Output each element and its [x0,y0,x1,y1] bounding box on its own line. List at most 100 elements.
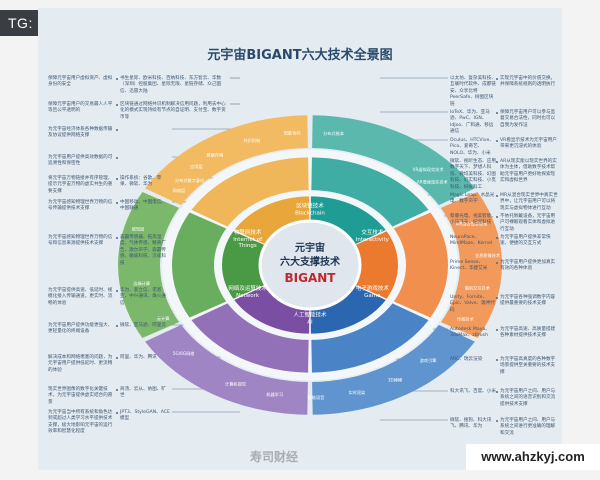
bullet-icon [116,202,118,204]
bullet-icon [116,104,118,106]
left-row-organizations: 商汤、云从、依图、旷世 [120,387,166,399]
bullet-icon [496,195,498,197]
right-row-organizations: Oculus、HTCVive、Pico、爱奇艺、NOLO、华为、小米 [450,138,494,156]
ring-label: 5G/6G网络 [173,350,195,357]
bullet-icon [496,262,498,264]
segment-cn-label: 交互技术 [361,228,384,236]
bullet-icon [496,216,498,218]
bullet-icon [496,161,498,163]
left-row-organizations: 华为、爱立信、诺基亚、中兴通讯、烽火通信 [120,288,166,306]
ring-label: 智能合约 [284,130,301,137]
right-row-description: 为元宇宙各种强调数字内容提供最重要的技术支撑 [500,295,556,307]
right-row-organizations: IoTeX、华为、亚马逊、PwC、IGN、IdJoo、广和通、移远通信 [450,110,494,135]
ring-label: 全息影像技术 [475,252,501,259]
bullet-icon [496,359,498,361]
left-row-description: 为元宇宙当中所有系统和角色达到或超过人类学习水平提供技术支撑，极大地影响元宇宙的… [48,410,113,435]
bullet-icon [496,420,498,422]
middle-band-segment [393,212,448,318]
outer-band-segment [312,324,475,415]
bullet-icon [496,140,498,142]
segment-cn-label: 区块链技术 [296,201,324,209]
bullet-icon [496,78,498,80]
bullet-icon [496,391,498,393]
left-row-organizations: 书生星际、欧米科技、百纳科技、东方智云、华数（深圳）控股集团、星际无限、星链存储… [120,76,222,94]
right-row-organizations: Unity、Fornite、Epic、Valve、歌神代码 [450,295,496,313]
bullet-icon [496,329,498,331]
right-row-organizations: Magic Leap、水晶光电、数字声学 [450,193,495,205]
left-row-organizations: 操作系统：谷歌、苹果、微软、华为 [120,176,162,188]
ring-label: 应用层 [190,163,203,170]
tech-segment-game [344,231,398,299]
ring-label: 边缘计算 [133,280,150,287]
ring-label: 游戏引擎 [420,357,437,364]
left-row-description: 保障元宇宙用户虚拟资产、虚拟身份的安全 [48,76,113,88]
tech-segment-internet-of-things [222,231,276,299]
outer-band-segment [145,324,308,415]
center-circle [258,219,362,311]
ring-label: 智能语音 [308,394,325,401]
bullet-icon [496,112,498,114]
outer-band-segment [145,115,308,206]
left-row-description: 将元宇宙万物链接并有序管理，提示元宇宙万物的虚实共生的重要支撑 [48,176,113,194]
ring-label: 机器学习 [266,391,283,398]
middle-band-segment [191,157,309,227]
ring-label: 分布式账本 [323,130,345,137]
outer-band-segment [118,191,180,339]
watermark-url: www.ahzkyj.com [466,444,600,470]
right-row-organizations: 科大讯飞、百度、小米 [450,389,496,394]
ring-label: 实时渲染 [348,389,366,396]
left-row-description: 现实世界图像的数字化关键技术，为元宇宙提供虚实结合的愿景 [48,387,113,405]
bullet-icon [116,178,118,180]
ring-label: 3D建模 [388,376,403,383]
center-line1: 元宇宙 [295,241,325,254]
left-row-description: 为元宇宙感知物理世界万物的信号传输提供技术支撑 [48,200,113,212]
left-row-description: 为元宇宙用户提供高效数据的可追溯性和保密性 [48,155,113,167]
bullet-icon [116,237,118,239]
outer-band-segment [312,115,475,206]
ring-label: 网络层 [173,187,186,194]
left-row-organizations: 微软、亚马逊、阿里云 [120,323,166,328]
left-row-organizations: 中国移动、中国电信、中国联通 [120,200,166,212]
right-row-organizations: Prime Sense、Kinect、华捷艾米 [450,260,488,272]
right-row-organizations: 微软、视听生态、应用数字天下、梦想人科技、微均美科技、幻图科技、幻实科技、小觅科… [450,159,496,190]
page-title: 元宇宙BIGANT六大技术全景图 [207,48,393,63]
ring-label: 脑机交互技术 [465,285,491,292]
wechat-watermark: 寿司财经 [250,450,299,464]
left-row-organizations: 森霸传感器、拓高温度、气体传感、精英广告、歌尔声学、森霸传感、敏威科技、汉威科技 [120,235,166,266]
ring-label: AR增强现实技术 [417,179,449,186]
right-row-organizations: 蔡睿光电、视美智能、小马飞天、纪元科技 [450,214,496,226]
bullet-icon [496,297,498,299]
right-row-description: MR从混合现实世界中真实世界中，让元宇宙用户可以将现实与虚拟物体进行互动 [500,193,558,211]
segment-en-label: Interactivity [356,237,390,243]
left-row-description: 为元宇宙感知物理世界万物的信号和信息来源提供技术支撑 [48,235,113,247]
segment-cn-label: 人工智能技术 [293,311,327,319]
outer-band-segment [440,191,502,339]
left-row-description: 为元宇宙用户提供功能更强大、更轻量化的终端设备 [48,323,113,335]
bullet-icon [116,325,118,327]
left-row-description: 保障元宇宙用户的交易最人人平等且公平透明的 [48,102,113,114]
right-row-description: 为元宇宙用户提供非常快速、便捷的交互方式 [500,235,551,247]
right-row-description: 实现元宇宙中的价值交换，并保障系统规则的透明执行 [500,76,556,88]
left-row-description: 解决成本和网络堵塞的问题，为元宇宙用户提供低延时、更流畅的体验 [48,355,113,373]
segment-en-label: Blockchain [295,210,325,216]
right-row-description: 不依托佩戴设备，元宇宙用户可裸眼观看实体和虚拟进行互动 [500,214,556,232]
ring-label: 分布式数字身份 [175,177,205,184]
middle-band-segment [311,303,429,373]
right-row-description: 为元宇宙用户之间、用户与系统之间的语音识别和交流提供技术支撑 [500,389,556,407]
ring-label: 共识机制 [243,137,260,144]
right-row-description: AR从现实能以现实世界的实体为主体，借助数字技术帮助元宇宙用户更好地探索现实和虚… [500,159,557,184]
right-row-description: 为元宇宙用户提供更加真实有效的各种体验 [500,260,556,272]
left-row-description: 为元宇宙经济体系各种数据传输及协议提供网络支撑 [48,127,113,139]
left-row-organizations: 区块链通过网络共识机制解决信用问题，利用去中心化的模式实现持续有节点的自证明、支… [120,102,226,120]
middle-band-segment [191,303,309,373]
segment-en-label: AI [307,320,313,326]
left-row-organizations: JPT3、StyleGAN、ACE模型 [120,410,170,422]
right-row-description: VR看显示技术为元宇宙用户带来更沉浸式的体验 [500,138,557,150]
ring-label: 数据存储 [207,152,224,159]
center-line3: BIGANT [285,271,337,285]
bullet-icon [496,237,498,239]
ring-label: VR虚拟现实技术 [413,166,445,173]
ring-label: MR混合现实技术 [456,221,488,228]
